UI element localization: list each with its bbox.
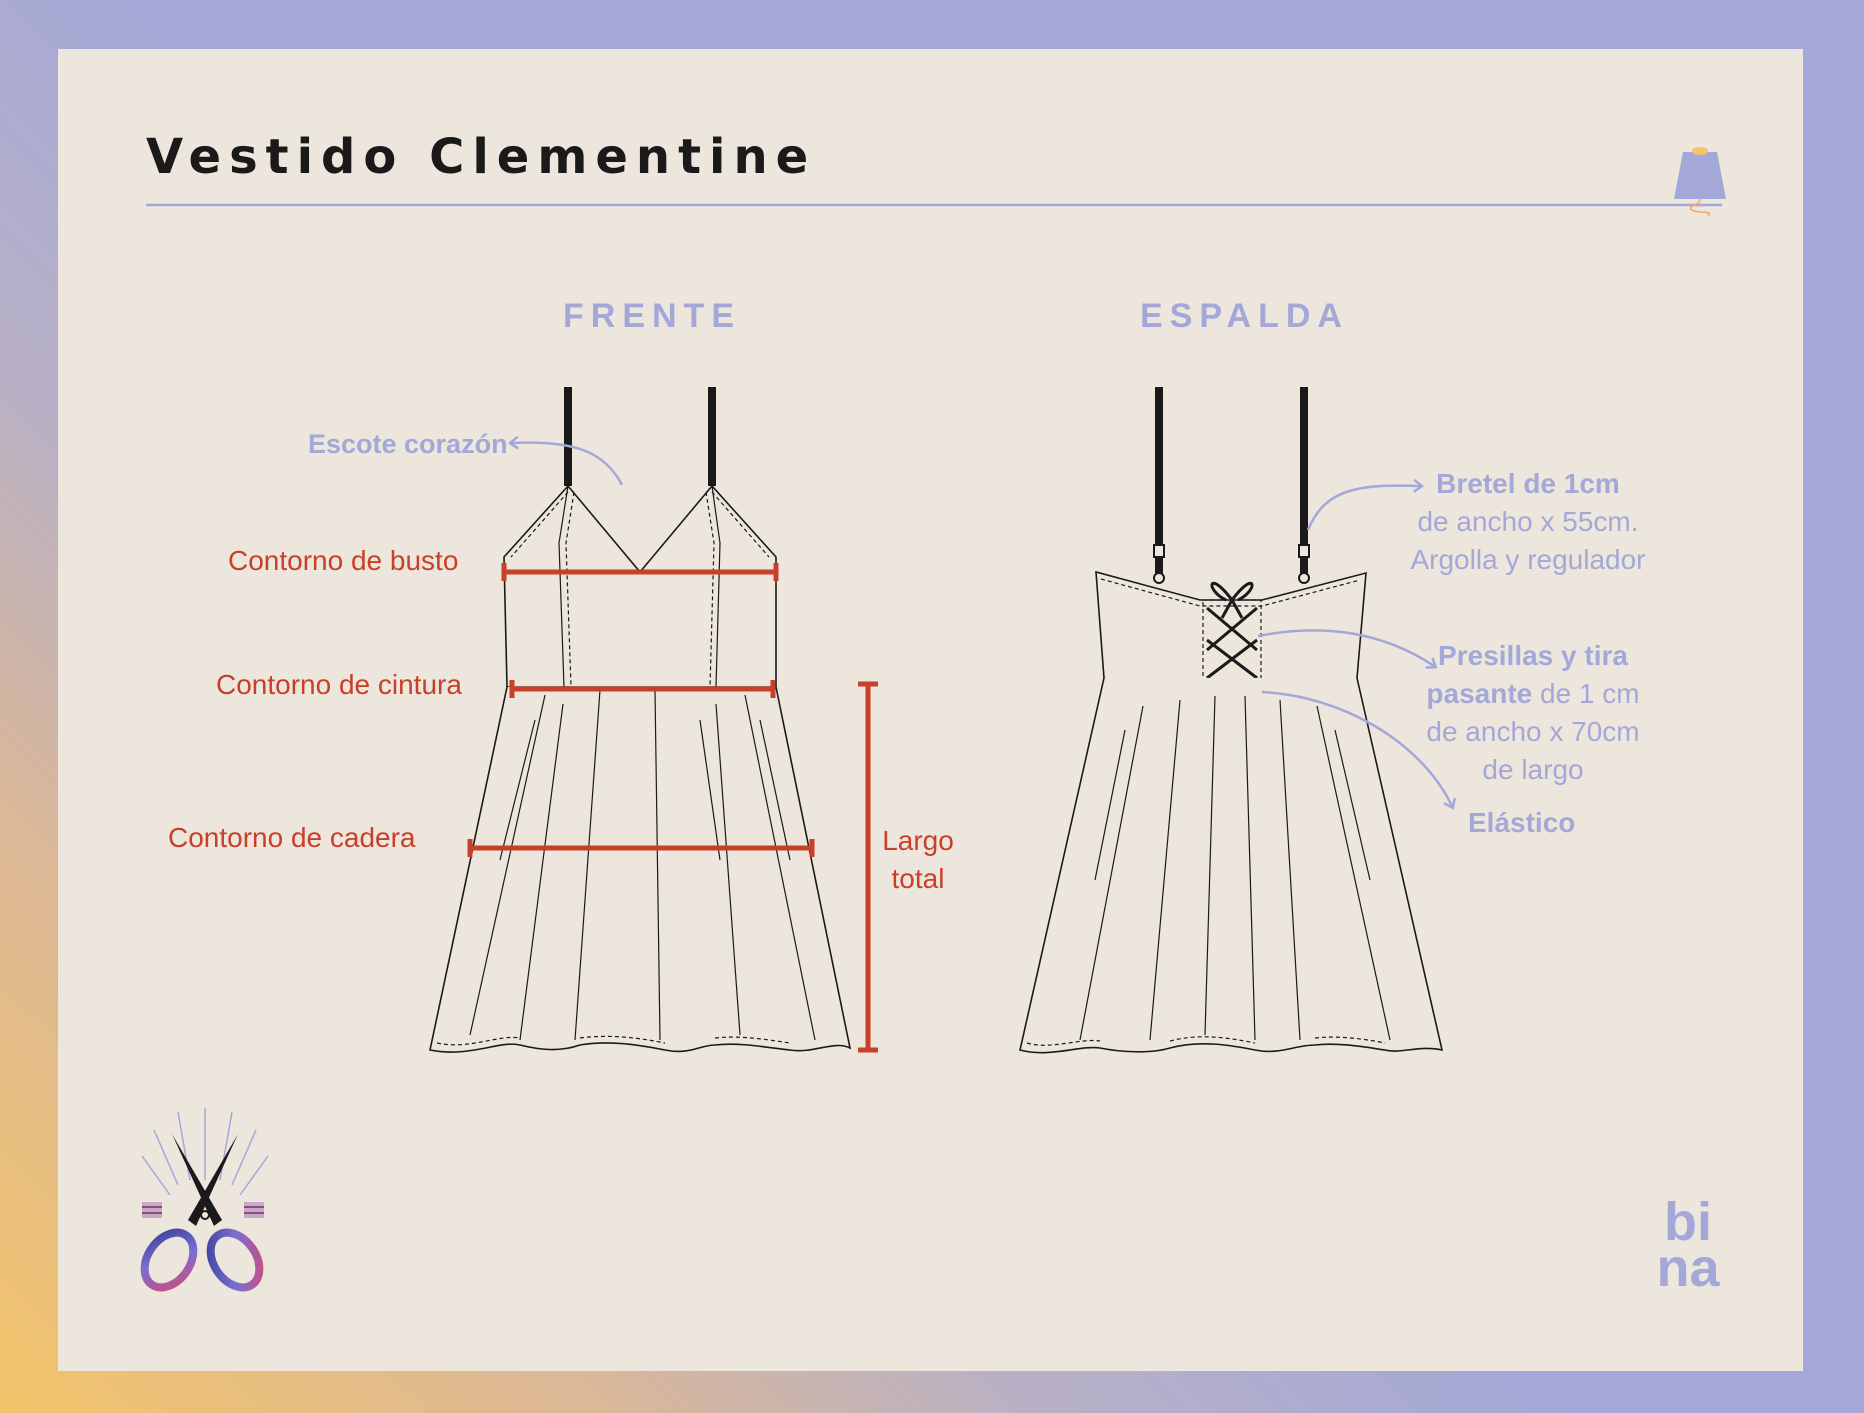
total-length-line-2: total [891, 863, 945, 894]
back-dress [1019, 387, 1444, 1054]
strap-note: Bretel de 1cm de ancho x 55cm. Argolla y… [1398, 465, 1658, 579]
elastic-note: Elástico [1468, 807, 1576, 838]
bust-measure-label: Contorno de busto [228, 545, 459, 576]
strap-note-title: Bretel de 1cm [1436, 468, 1620, 499]
front-view-label: FRENTE [563, 297, 741, 335]
scissors-icon [140, 1108, 269, 1292]
front-skirt [429, 686, 852, 1053]
thread-spool-icon [1674, 147, 1726, 217]
front-bodice [503, 484, 777, 688]
loops-note-rest-2: de 1 cm [1532, 678, 1640, 709]
neckline-note: Escote corazón [308, 429, 508, 459]
back-bow [1210, 581, 1254, 619]
back-skirt [1019, 677, 1444, 1054]
strap-note-line-3: Argolla y regulador [1410, 544, 1646, 575]
page-title: Vestido Clementine [146, 129, 817, 185]
loops-note-line-3: de ancho x 70cm [1426, 716, 1640, 747]
loops-note-line-2: pasante de 1 cm [1418, 675, 1648, 713]
total-length-label: Largo total [868, 822, 968, 898]
elastic-arrow [1261, 690, 1457, 810]
strap-arrow [1306, 478, 1425, 531]
hip-measure-label: Contorno de cadera [168, 822, 416, 853]
front-dress [429, 387, 852, 1053]
loops-arrow [1257, 629, 1438, 669]
brand-logo-line-2: na [1656, 1238, 1720, 1298]
neckline-arrow [507, 435, 624, 486]
loops-note-bold-2: pasante [1426, 678, 1533, 709]
loops-note-line-4: de largo [1482, 754, 1584, 785]
total-length-line-1: Largo [882, 825, 954, 856]
back-view-label: ESPALDA [1140, 297, 1349, 335]
strap-note-line-2: de ancho x 55cm. [1417, 506, 1639, 537]
spool-left-icon [142, 1202, 162, 1218]
loops-note-line-1: Presillas y tira [1438, 640, 1628, 671]
loops-note: Presillas y tira pasante de 1 cm de anch… [1418, 637, 1648, 789]
front-measurements [467, 563, 878, 1053]
waist-measure-label: Contorno de cintura [216, 669, 462, 700]
brand-logo: bi na [1656, 1192, 1720, 1298]
brand-logo-line-1: bi [1664, 1192, 1712, 1252]
back-lacing [1206, 606, 1258, 680]
spool-right-icon [244, 1202, 264, 1218]
pattern-card: Vestido Clementine FRENTE ESPALDA Escote… [58, 49, 1803, 1371]
